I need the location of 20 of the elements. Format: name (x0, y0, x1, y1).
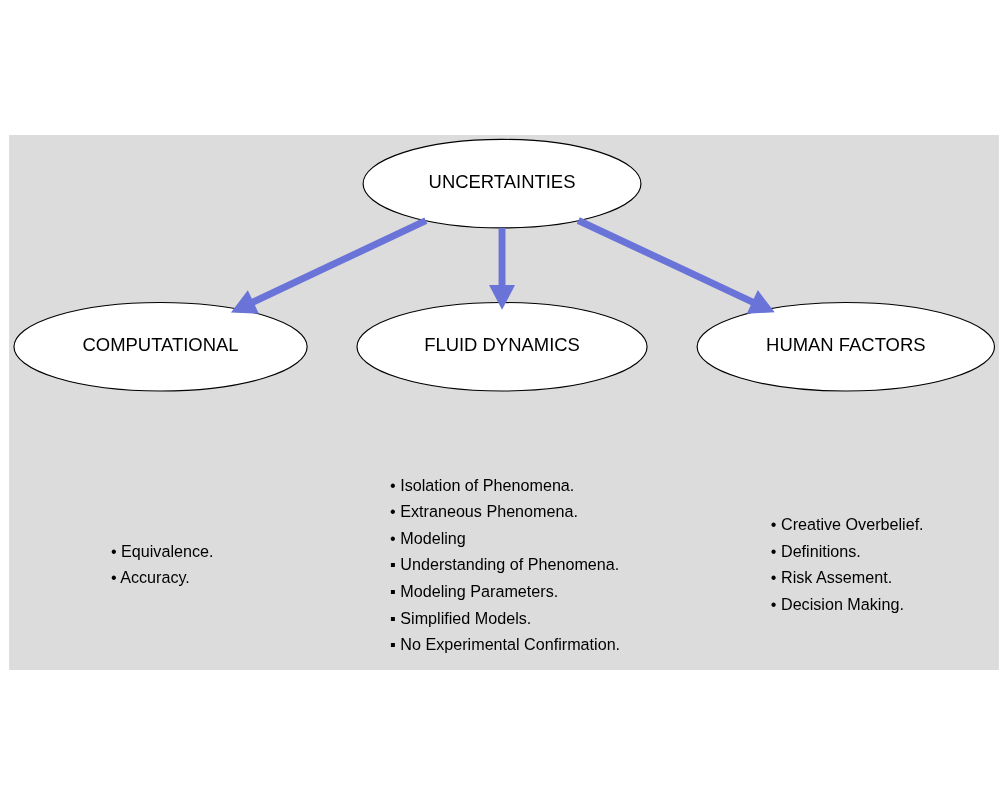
node-ellipse: UNCERTAINTIES (362, 138, 642, 228)
node-label: • Accuracy. (110, 567, 190, 586)
node-label: • Extraneous Phenomena. (389, 501, 578, 520)
node-label: • Definitions. (770, 541, 861, 560)
node-label: ▪ Understanding of Phenomena. (389, 554, 619, 573)
node-ellipse: FLUID DYNAMICS (355, 301, 648, 392)
node-label: • Creative Overbelief. (770, 514, 924, 533)
node-ellipse: COMPUTATIONAL (12, 301, 308, 392)
node-label: • Equivalence. (110, 541, 213, 560)
node-label: • Decision Making. (770, 594, 904, 613)
node-label: ▪ No Experimental Confirmation. (389, 634, 620, 653)
node-label: ▪ Modeling Parameters. (389, 581, 558, 600)
node-label: ▪ Simplified Models. (389, 608, 531, 627)
arrow (576, 216, 775, 314)
arrow (488, 227, 515, 310)
node-label: • Risk Assement. (770, 567, 892, 586)
node-ellipse: HUMAN FACTORS (696, 301, 995, 392)
arrow (230, 217, 427, 314)
node-label: • Modeling (389, 528, 466, 547)
node-label: • Isolation of Phenomena. (389, 475, 574, 494)
